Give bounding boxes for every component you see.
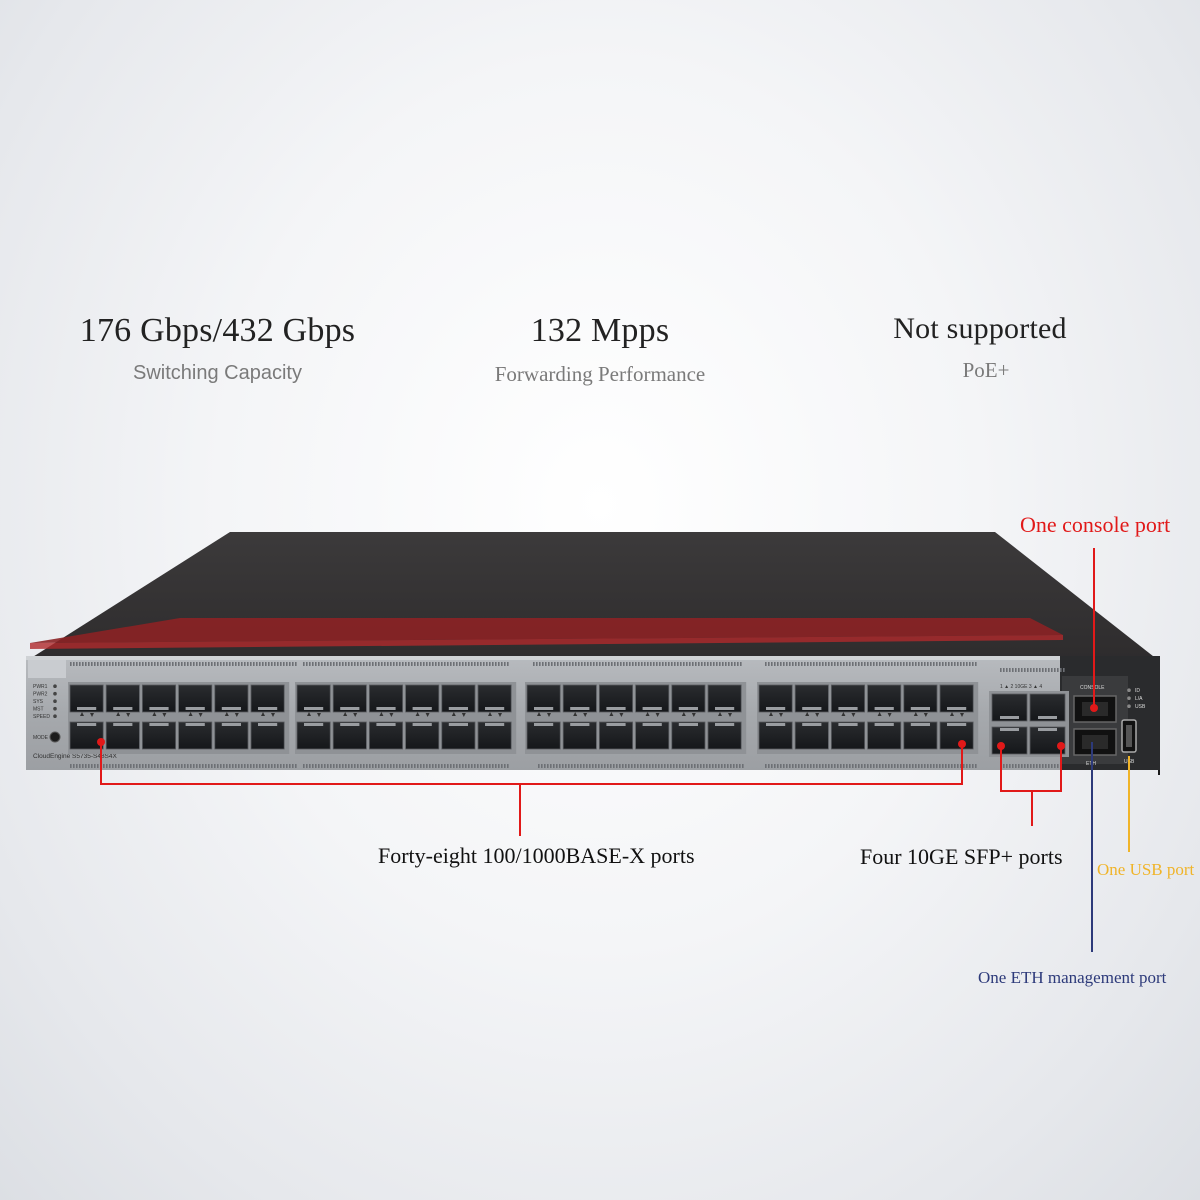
eth-port-callout: One ETH management port — [978, 968, 1167, 987]
sfp-ports-callout: Four 10GE SFP+ ports — [860, 844, 1063, 869]
sfp-port[interactable] — [178, 721, 213, 750]
sfp-port[interactable] — [477, 721, 512, 750]
sfp-port[interactable] — [599, 721, 634, 750]
mode-button[interactable] — [49, 731, 61, 743]
console-label: CONSOLE — [1080, 685, 1105, 691]
ports48-callout-line — [100, 742, 963, 785]
sfp-port[interactable] — [105, 721, 140, 750]
sfp-port-array — [68, 682, 979, 754]
sfp-port[interactable] — [69, 721, 104, 750]
status-led-label: PWR2 — [33, 692, 48, 698]
console-port-callout: One console port — [1020, 512, 1171, 537]
10ge-sfp-ports — [989, 691, 1069, 757]
status-led — [53, 706, 57, 711]
spec-label: PoE+ — [962, 358, 1010, 382]
status-led — [53, 699, 57, 703]
sfp-port[interactable] — [671, 721, 706, 750]
sfp-port[interactable] — [332, 721, 367, 750]
spec-label: Forwarding Performance — [494, 362, 706, 386]
sfp-port[interactable] — [831, 721, 866, 750]
status-led-label: PWR1 — [33, 684, 48, 690]
status-led — [53, 714, 57, 718]
status-led-label: SYS — [33, 699, 44, 705]
spec-value: 132 Mpps — [530, 312, 670, 349]
indicator-led-label: ID — [1135, 688, 1140, 694]
spec-value: 176 Gbps/432 Gbps — [79, 312, 356, 349]
spec-poe: Not supported PoE+ — [830, 312, 1130, 383]
sfp-port[interactable] — [794, 721, 829, 750]
sfp-port[interactable] — [867, 721, 902, 750]
sfp-port[interactable] — [296, 721, 331, 750]
indicator-led-label: USB — [1135, 704, 1146, 710]
sfp-port[interactable] — [441, 721, 476, 750]
indicator-led — [1127, 704, 1131, 708]
sfp-port[interactable] — [758, 721, 793, 750]
ports48-callout: Forty-eight 100/1000BASE-X ports — [378, 843, 695, 868]
sfp-port[interactable] — [903, 721, 938, 750]
right-led-group: ID L/A USB — [1127, 688, 1146, 710]
sfp-port[interactable] — [707, 721, 742, 750]
sfp-port[interactable] — [141, 721, 176, 750]
spec-forwarding-performance: 132 Mpps Forwarding Performance — [440, 312, 760, 387]
10ge-sfp-port[interactable] — [991, 726, 1028, 755]
sfp-port[interactable] — [368, 721, 403, 750]
sfp-port[interactable] — [939, 721, 974, 750]
indicator-led-label: L/A — [1135, 696, 1143, 702]
spec-label: Switching Capacity — [133, 362, 302, 384]
status-led — [53, 684, 57, 688]
model-label: CloudEngine S5735-S48S4X — [33, 753, 118, 760]
usb-port-callout: One USB port — [1097, 860, 1195, 879]
spec-value: Not supported — [893, 312, 1067, 345]
sfp-port[interactable] — [526, 721, 561, 750]
sfp-port[interactable] — [214, 721, 249, 750]
sfp-port[interactable] — [250, 721, 285, 750]
status-led-label: SPEED — [33, 714, 50, 720]
spec-switching-capacity: 176 Gbps/432 Gbps Switching Capacity — [40, 312, 395, 385]
red-accent-stripe — [30, 618, 1063, 643]
status-led — [53, 691, 57, 696]
indicator-led — [1127, 688, 1131, 692]
indicator-led — [1127, 696, 1131, 700]
sfp-port[interactable] — [671, 684, 706, 713]
mode-label: MODE — [33, 735, 49, 741]
sfp-group-label: 1 ▲ 2 10GE 3 ▲ 4 — [1000, 684, 1042, 690]
status-led-label: MST — [33, 707, 44, 713]
10ge-sfp-port[interactable] — [1029, 693, 1066, 722]
10ge-sfp-port[interactable] — [1029, 726, 1066, 755]
sfp-port[interactable] — [635, 721, 670, 750]
sfp-port[interactable] — [562, 721, 597, 750]
sfp-port[interactable] — [405, 721, 440, 750]
